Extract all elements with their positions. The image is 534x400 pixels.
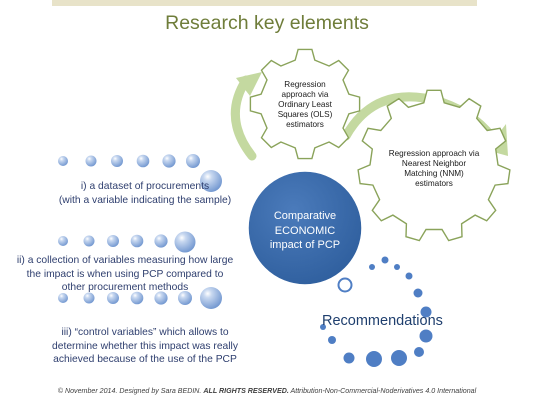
item-dot xyxy=(186,154,200,168)
item-dot xyxy=(58,236,68,246)
item-line: achieved because of the use of the PCP xyxy=(53,354,237,365)
gear-ols-label: Regression approach via Ordinary Least S… xyxy=(267,80,343,130)
gear-line: Squares (OLS) xyxy=(277,110,333,119)
recommendation-dot xyxy=(405,272,413,280)
recommendation-dot xyxy=(343,352,355,364)
gear-line: Ordinary Least xyxy=(278,100,332,109)
recommendation-dot xyxy=(419,329,433,343)
footer-part: © November 2014. Designed by Sara BEDIN. xyxy=(57,387,204,395)
recommendation-dot xyxy=(369,264,375,270)
gear-line: Regression xyxy=(284,80,326,89)
gear-nnm-label: Regression approach via Nearest Neighbor… xyxy=(377,149,491,189)
recommendation-dot xyxy=(394,264,400,270)
slide-title: Research key elements xyxy=(165,12,369,34)
item-dot xyxy=(107,235,119,247)
recommendations-label: Recommendations xyxy=(322,313,443,329)
recommendation-dot xyxy=(413,288,423,298)
item-line: other procurement methods xyxy=(61,282,189,293)
cycle-arrow-left-head xyxy=(236,72,262,96)
recommendation-dot xyxy=(320,324,326,330)
item-dot xyxy=(200,287,222,309)
top-bar xyxy=(52,0,477,6)
item-line: iii) “control variables” which allows to xyxy=(61,327,229,338)
item-dot xyxy=(174,231,196,253)
item-line: (with a variable indicating the sample) xyxy=(58,194,232,206)
item-dot xyxy=(107,292,119,304)
gear-nnm xyxy=(357,89,511,242)
dot-decorations xyxy=(58,154,433,367)
cycle-arrow-left xyxy=(230,75,257,161)
gear-line: Matching (NNM) xyxy=(404,169,464,178)
item-dot xyxy=(162,154,176,168)
item-control-variables: iii) “control variables” which allows to… xyxy=(20,326,270,367)
item-dot xyxy=(58,293,68,303)
item-dataset: i) a dataset of procurements (with a var… xyxy=(40,180,250,207)
item-dot xyxy=(154,291,168,305)
center-circle xyxy=(247,170,363,286)
recommendation-dot xyxy=(414,347,424,357)
item-line: i) a dataset of procurements xyxy=(80,181,210,192)
recommendation-dot xyxy=(366,351,382,367)
gear-ols xyxy=(249,48,361,160)
gear-line: estimators xyxy=(286,120,324,129)
recommendation-dot xyxy=(420,306,432,318)
item-variables: ii) a collection of variables measuring … xyxy=(0,254,250,295)
item-dot xyxy=(58,156,68,166)
item-dot xyxy=(111,155,123,167)
footer-rights: ALL RIGHTS RESERVED. xyxy=(203,387,289,395)
footer-part: Attribution-Non-Commercial-Noderivatives… xyxy=(288,387,477,395)
gear-line: approach via xyxy=(281,90,329,99)
item-dot xyxy=(200,170,222,192)
item-dot xyxy=(83,292,95,304)
recommendation-dot xyxy=(381,256,389,264)
item-dot xyxy=(130,291,144,305)
item-dot xyxy=(178,291,192,305)
item-line: determine whether this impact was really xyxy=(52,340,238,352)
center-line: impact of PCP xyxy=(269,239,341,251)
item-dot xyxy=(154,234,168,248)
gear-line: Nearest Neighbor xyxy=(401,159,467,168)
item-dot xyxy=(130,234,144,248)
item-dot xyxy=(83,235,95,247)
item-dot xyxy=(136,154,150,168)
gear-line: Regression approach via xyxy=(388,149,480,158)
footer-copyright: © November 2014. Designed by Sara BEDIN.… xyxy=(0,387,534,395)
center-line: ECONOMIC xyxy=(274,224,336,237)
item-line: ii) a collection of variables measuring … xyxy=(16,255,234,266)
gear-line: estimators xyxy=(415,179,453,188)
recommendation-ring xyxy=(337,277,353,293)
recommendation-dot xyxy=(328,336,336,344)
center-line: Comparative xyxy=(273,210,337,222)
center-label: Comparative ECONOMIC impact of PCP xyxy=(251,209,359,253)
item-line: the impact is when using PCP compared to xyxy=(26,268,224,280)
recommendation-dot xyxy=(391,350,407,366)
item-dot xyxy=(85,155,97,167)
